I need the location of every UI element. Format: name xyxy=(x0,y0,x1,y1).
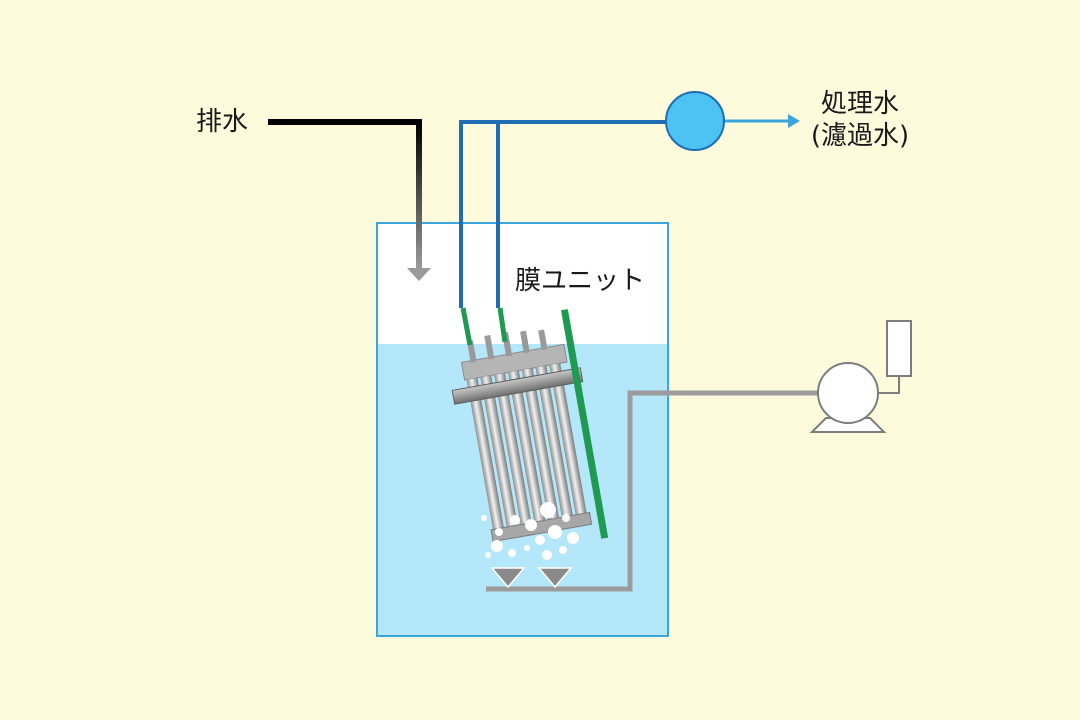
wastewater-label: 排水 xyxy=(196,107,249,137)
suction-pump xyxy=(665,91,725,151)
membrane-unit-label: 膜ユニット xyxy=(515,266,646,296)
treated-water-label: 処理水 xyxy=(820,89,899,119)
header-fittings xyxy=(466,329,548,363)
wastewater-inlet-pipe xyxy=(268,119,431,281)
filtrate-label: (濾過水) xyxy=(810,121,910,151)
permeate-pipe xyxy=(459,114,800,308)
green-air-pipe xyxy=(560,309,609,539)
tank-air-space xyxy=(377,223,668,344)
diffuser-right xyxy=(537,567,573,589)
blower xyxy=(809,320,912,433)
tank-outline xyxy=(376,222,669,637)
inlet-arrow-head xyxy=(407,268,431,281)
outlet-arrow-head xyxy=(788,114,800,128)
air-supply-line xyxy=(486,390,818,592)
blower-motor xyxy=(886,320,912,377)
diffuser-left xyxy=(490,567,526,589)
air-bubbles xyxy=(481,502,579,560)
treated-water-label-group: 処理水 (濾過水) xyxy=(800,89,920,151)
membrane-tubes xyxy=(466,363,588,538)
membrane-unit xyxy=(451,309,609,543)
